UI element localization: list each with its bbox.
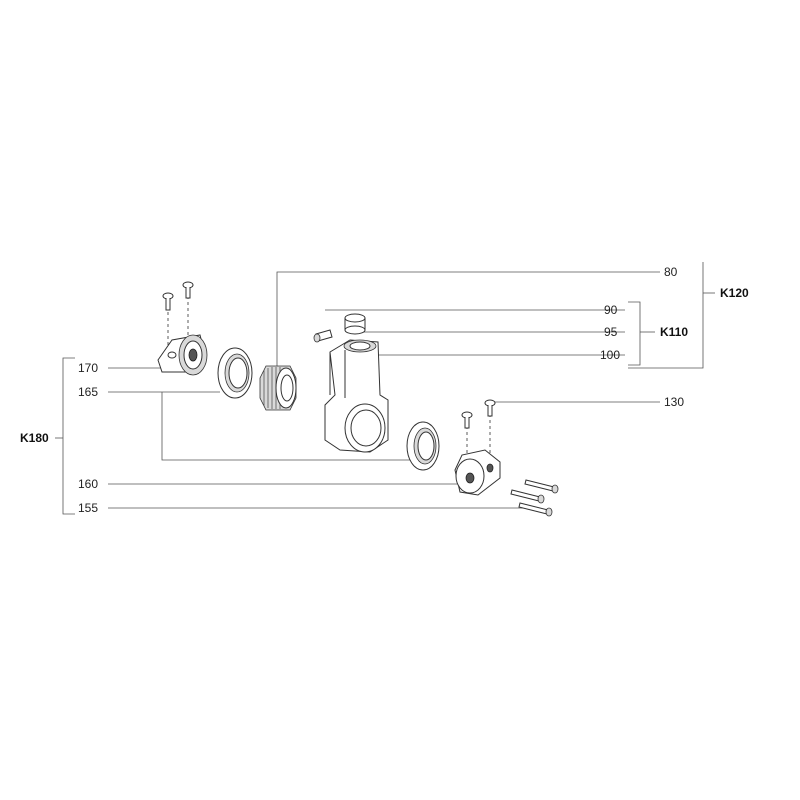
right-mounting-bracket [454,408,501,496]
long-bolt-3 [518,502,553,517]
bracket-k110 [628,301,655,366]
callout-80: 80 [664,265,678,279]
sleeve-bushing [344,313,366,335]
union-nut [259,365,297,411]
group-label-k110: K110 [660,325,688,339]
callout-100: 100 [600,348,620,362]
group-label-k180: K180 [20,431,49,445]
right-screw-2 [484,399,496,417]
callout-155: 155 [78,501,98,515]
valve-housing [324,339,389,453]
left-screw-1 [162,292,174,311]
long-bolt-1 [524,479,559,494]
callout-90: 90 [604,303,618,317]
left-flange-mount [157,290,208,376]
bracket-k180 [55,357,75,515]
left-screw-2 [182,281,194,299]
bracket-k120 [628,262,715,369]
callout-160: 160 [78,477,98,491]
callout-165: 165 [78,385,98,399]
callout-170: 170 [78,361,98,375]
group-label-k120: K120 [720,286,749,300]
leader-lines [108,271,660,509]
right-sealing-ring [406,421,440,471]
long-bolt-2 [510,489,545,504]
callout-95: 95 [604,325,618,339]
small-screw [313,329,333,343]
left-sealing-ring [217,347,253,399]
right-screw-1 [461,411,473,429]
callout-130: 130 [664,395,684,409]
